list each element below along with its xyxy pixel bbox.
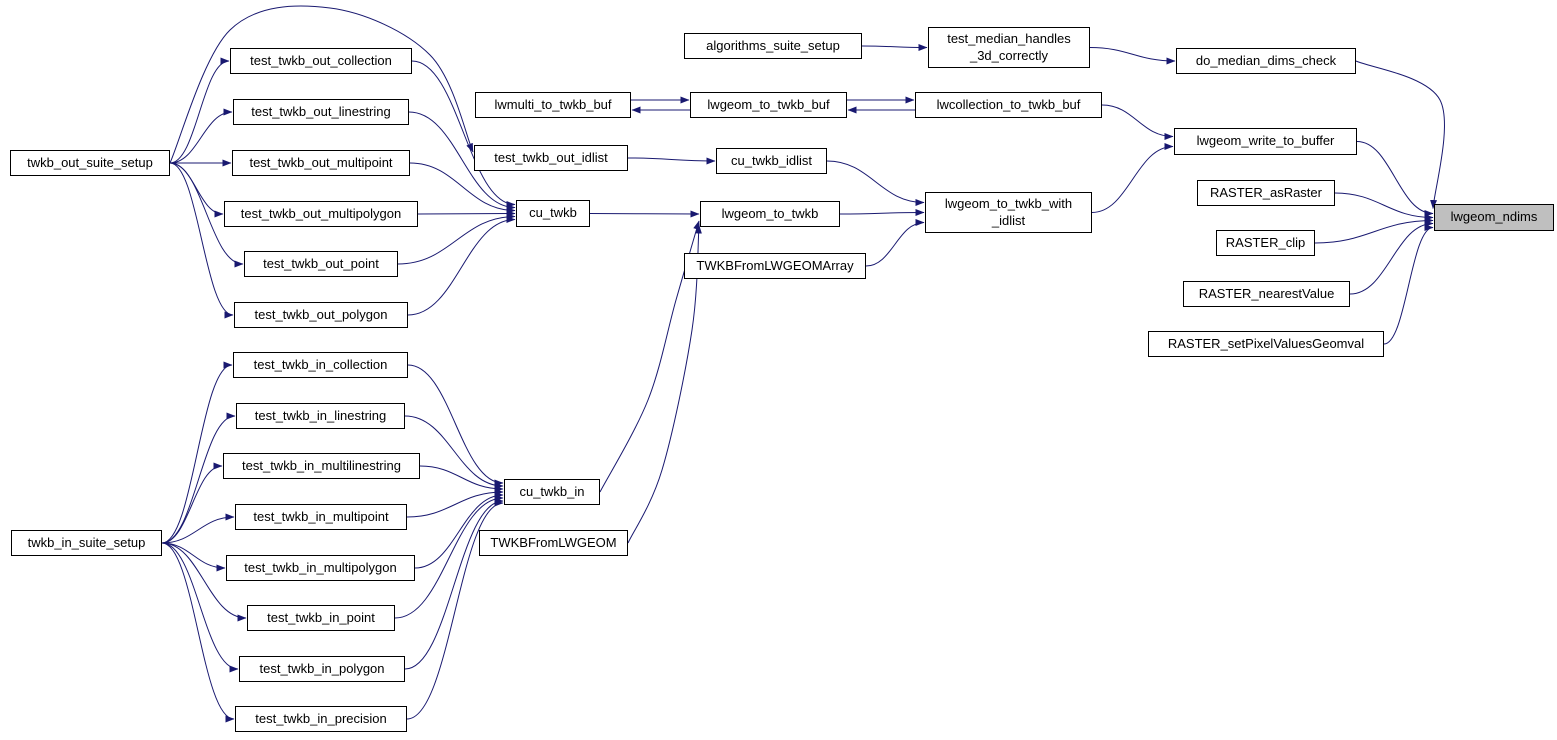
- edge-out_setup-t_out_coll: [169, 57, 230, 164]
- graph-node-t_out_point[interactable]: test_twkb_out_point: [244, 251, 398, 277]
- edge-in_setup-t_in_line: [161, 412, 236, 544]
- edge-t_in_mpoint-cu_twkb_in: [406, 488, 504, 518]
- edge-out_setup-t_out_idlist: [169, 5, 474, 164]
- graph-node-t_out_coll[interactable]: test_twkb_out_collection: [230, 48, 412, 74]
- edge-r_clip-lwg_ndims: [1314, 217, 1434, 244]
- edge-t_out_point-cu_twkb: [397, 213, 516, 265]
- edge-in_setup-t_in_coll: [161, 361, 233, 544]
- edge-twkb_arr-lwg2twkb_id: [865, 219, 925, 267]
- edge-do_median-lwg_ndims: [1355, 60, 1445, 209]
- edge-in_setup-t_in_poly: [161, 542, 239, 673]
- edge-t_in_point-cu_twkb_in: [394, 494, 504, 619]
- graph-node-twkb_arr[interactable]: TWKBFromLWGEOMArray: [684, 253, 866, 279]
- graph-node-t_in_coll[interactable]: test_twkb_in_collection: [233, 352, 408, 378]
- graph-node-lwg2twkb_id[interactable]: lwgeom_to_twkb_with _idlist: [925, 192, 1092, 233]
- graph-node-t_in_mpoint[interactable]: test_twkb_in_multipoint: [235, 504, 407, 530]
- edge-t_out_idlist-cu_idlist: [627, 157, 716, 165]
- graph-node-lwcoll_buf[interactable]: lwcollection_to_twkb_buf: [915, 92, 1102, 118]
- graph-node-lwg_write[interactable]: lwgeom_write_to_buffer: [1174, 128, 1357, 155]
- graph-node-r_clip[interactable]: RASTER_clip: [1216, 230, 1315, 256]
- graph-node-t_in_poly[interactable]: test_twkb_in_polygon: [239, 656, 405, 682]
- graph-node-in_setup[interactable]: twkb_in_suite_setup: [11, 530, 162, 556]
- graph-node-lwg_ndims: lwgeom_ndims: [1434, 204, 1554, 231]
- graph-node-r_setpix[interactable]: RASTER_setPixelValuesGeomval: [1148, 331, 1384, 357]
- edge-t_out_mpoint-cu_twkb: [409, 162, 516, 214]
- graph-node-cu_twkb[interactable]: cu_twkb: [516, 200, 590, 227]
- edge-t_in_prec-cu_twkb_in: [406, 499, 504, 720]
- graph-node-t_in_line[interactable]: test_twkb_in_linestring: [236, 403, 405, 429]
- edge-t_out_poly-cu_twkb: [407, 216, 516, 316]
- edge-t_in_mpoly-cu_twkb_in: [414, 491, 504, 569]
- edge-lwg2twkb-lwg2twkb_id: [839, 209, 925, 217]
- graph-node-t_out_mpoint[interactable]: test_twkb_out_multipoint: [232, 150, 410, 176]
- graph-node-t_in_point[interactable]: test_twkb_in_point: [247, 605, 395, 631]
- edge-lwg2twkb_id-lwg_write: [1091, 143, 1174, 213]
- graph-node-r_asraster[interactable]: RASTER_asRaster: [1197, 180, 1335, 206]
- graph-node-t_out_line[interactable]: test_twkb_out_linestring: [233, 99, 409, 125]
- graph-node-cu_twkb_in[interactable]: cu_twkb_in: [504, 479, 600, 505]
- edge-lwcoll_buf-lwg_write: [1101, 104, 1174, 140]
- edge-in_setup-t_in_mpoint: [161, 513, 235, 544]
- edge-out_setup-t_out_point: [169, 162, 244, 268]
- graph-node-t_out_poly[interactable]: test_twkb_out_polygon: [234, 302, 408, 328]
- edge-in_setup-t_in_mline: [161, 462, 223, 544]
- graph-node-twkb_from[interactable]: TWKBFromLWGEOM: [479, 530, 628, 556]
- edge-out_setup-t_out_poly: [169, 162, 234, 319]
- graph-node-do_median[interactable]: do_median_dims_check: [1176, 48, 1356, 74]
- edge-in_setup-t_in_point: [161, 542, 247, 622]
- edge-t_in_poly-cu_twkb_in: [404, 497, 504, 670]
- edge-cu_twkb-lwg2twkb: [589, 210, 700, 218]
- graph-node-lwmulti_buf[interactable]: lwmulti_to_twkb_buf: [475, 92, 631, 118]
- edge-t_out_line-cu_twkb: [408, 111, 516, 211]
- edge-r_setpix-lwg_ndims: [1383, 224, 1434, 345]
- edge-t_out_mpoly-cu_twkb: [417, 210, 516, 218]
- graph-node-r_nearest[interactable]: RASTER_nearestValue: [1183, 281, 1350, 307]
- graph-node-t_median[interactable]: test_median_handles _3d_correctly: [928, 27, 1090, 68]
- edge-in_setup-t_in_prec: [161, 542, 235, 723]
- edge-t_in_line-cu_twkb_in: [404, 415, 504, 490]
- edge-t_median-do_median: [1089, 47, 1176, 65]
- graph-node-t_in_prec[interactable]: test_twkb_in_precision: [235, 706, 407, 732]
- graph-node-lwg2twkb[interactable]: lwgeom_to_twkb: [700, 201, 840, 227]
- graph-node-out_setup[interactable]: twkb_out_suite_setup: [10, 150, 170, 176]
- edge-t_in_coll-cu_twkb_in: [407, 364, 504, 487]
- graph-node-lwg2twkb_buf[interactable]: lwgeom_to_twkb_buf: [690, 92, 847, 118]
- graph-node-t_out_idlist[interactable]: test_twkb_out_idlist: [474, 145, 628, 171]
- edge-t_out_coll-cu_twkb: [411, 60, 516, 208]
- graph-node-t_in_mline[interactable]: test_twkb_in_multilinestring: [223, 453, 420, 479]
- edge-t_in_mline-cu_twkb_in: [419, 465, 504, 493]
- graph-node-cu_idlist[interactable]: cu_twkb_idlist: [716, 148, 827, 174]
- graph-node-algo_setup[interactable]: algorithms_suite_setup: [684, 33, 862, 59]
- edge-out_setup-t_out_line: [169, 108, 233, 164]
- edge-r_nearest-lwg_ndims: [1349, 220, 1434, 295]
- edge-lwg_write-lwg_ndims: [1356, 141, 1434, 217]
- edge-cu_idlist-lwg2twkb_id: [826, 160, 925, 206]
- graph-node-t_in_mpoly[interactable]: test_twkb_in_multipolygon: [226, 555, 415, 581]
- graph-node-t_out_mpoly[interactable]: test_twkb_out_multipolygon: [224, 201, 418, 227]
- edge-r_asraster-lwg_ndims: [1334, 192, 1434, 221]
- edge-algo_setup-t_median: [861, 43, 928, 51]
